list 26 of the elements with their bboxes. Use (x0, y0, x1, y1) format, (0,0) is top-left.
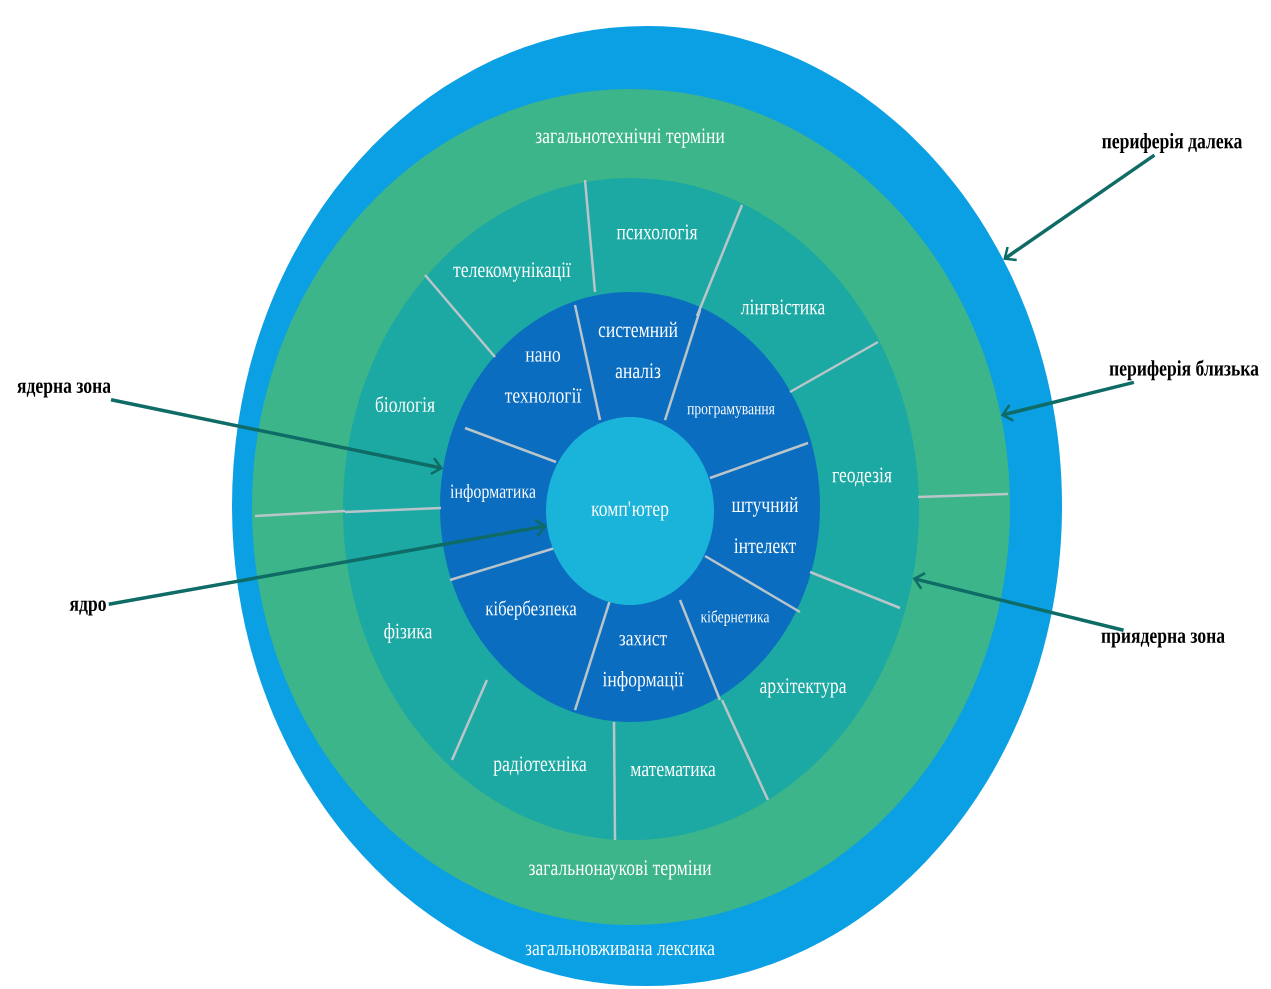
sector-label: кібернетика (700, 610, 770, 626)
sector-label: нано технології (504, 351, 582, 403)
arrow (912, 572, 1124, 632)
sector-label: психологія (616, 224, 698, 240)
sector-label: програмування (687, 406, 775, 418)
sector-label: радіотехніка (493, 756, 587, 776)
sector-label: штучний інтелект (731, 496, 799, 554)
sector-label: архітектура (760, 678, 847, 698)
arrow (110, 398, 444, 476)
sector-label: математика (630, 765, 716, 777)
zone-label: периферія близька (1109, 359, 1259, 381)
arrow (1003, 153, 1156, 262)
sector-label: біологія (375, 396, 435, 412)
sector-label: геодезія (832, 467, 892, 487)
arrow (108, 518, 548, 607)
sector-label: захист інформації (602, 635, 684, 692)
zone-label: ядро (69, 600, 106, 616)
sector-label: інформатика (450, 483, 536, 503)
sector-label: системний аналіз (598, 321, 678, 379)
zone-label: периферія далека (1102, 133, 1243, 153)
arrow (1000, 380, 1135, 422)
sector-label: лінгвістика (740, 299, 826, 315)
zone-label: приядерна зона (1101, 632, 1225, 648)
sector-label: фізика (384, 623, 433, 643)
sector-label: телекомунікації (453, 262, 571, 282)
zone-label: ядерна зона (17, 382, 111, 398)
